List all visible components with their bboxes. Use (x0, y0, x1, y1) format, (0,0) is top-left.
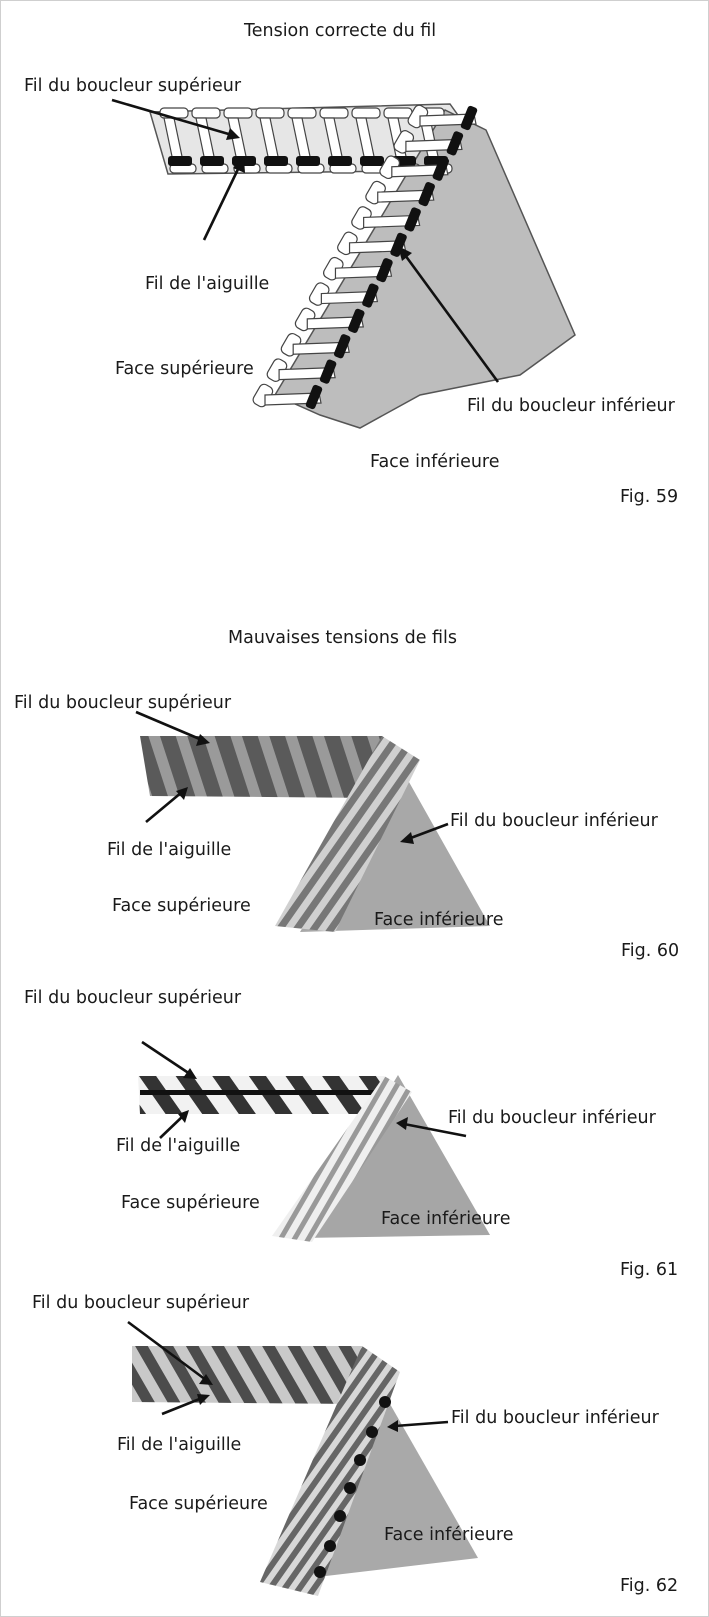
arrow-upper-looper (111, 98, 233, 137)
stitch-loop (337, 231, 407, 257)
stitch-loop (393, 130, 464, 156)
stitch-loop (252, 383, 323, 410)
arrow-needle (145, 791, 183, 823)
stitch-loop (319, 107, 357, 174)
label-upper-face-59: Face supérieure (115, 359, 254, 379)
label-needle-61: Fil de l'aiguille (116, 1136, 241, 1156)
stitch-loop (322, 256, 393, 283)
arrow-upper-looper (135, 710, 203, 742)
stitch-loop (379, 155, 450, 181)
stitch-loop (287, 107, 325, 174)
figure-62-photo (127, 1320, 478, 1596)
label-lower-looper-62: Fil du boucleur inférieur (451, 1408, 659, 1428)
caption-fig-62: Fig. 62 (620, 1576, 679, 1596)
label-upper-looper-61: Fil du boucleur supérieur (24, 988, 242, 1008)
diagonal-stitch-row (252, 104, 478, 410)
arrow-needle (202, 164, 242, 241)
label-lower-looper-61: Fil du boucleur inférieur (448, 1108, 656, 1128)
label-upper-face-61: Face supérieure (121, 1193, 260, 1213)
horizontal-stitch-row (159, 107, 453, 174)
label-lower-face-61: Face inférieure (381, 1209, 511, 1229)
label-needle-60: Fil de l'aiguille (107, 840, 232, 860)
label-upper-looper-62: Fil du boucleur supérieur (32, 1293, 250, 1313)
arrow-lower-looper (403, 1122, 467, 1138)
figure-61-photo (138, 1040, 490, 1242)
label-lower-looper-60: Fil du boucleur inférieur (450, 811, 658, 831)
stitch-band-diagonal (272, 1076, 412, 1242)
label-upper-looper-59: Fil du boucleur supérieur (24, 76, 242, 96)
label-lower-face-60: Face inférieure (374, 910, 504, 930)
arrow-lower-looper (394, 1420, 449, 1428)
stitch-band-diagonal (260, 1346, 400, 1596)
section-title-wrong: Mauvaises tensions de fils (228, 628, 458, 648)
stitch-band-horizontal (140, 736, 404, 798)
stitch-band-diagonal (275, 736, 420, 932)
figure-60-photo (135, 710, 490, 932)
arrow-lower-looper (407, 822, 449, 841)
caption-fig-59: Fig. 59 (620, 487, 679, 507)
caption-fig-60: Fig. 60 (621, 941, 680, 961)
label-upper-face-60: Face supérieure (112, 896, 251, 916)
arrow-needle (159, 1115, 184, 1139)
caption-fig-61: Fig. 61 (620, 1260, 679, 1280)
arrow-upper-looper (141, 1040, 191, 1076)
stitch-loop (191, 107, 229, 174)
stitch-loop (159, 107, 197, 174)
stitch-loop (351, 206, 421, 232)
label-lower-looper-59: Fil du boucleur inférieur (467, 396, 675, 416)
label-lower-face-59: Face inférieure (370, 452, 500, 472)
stitch-loop (294, 307, 365, 334)
label-upper-face-62: Face supérieure (129, 1494, 268, 1514)
stitch-loop (255, 107, 293, 174)
label-lower-face-62: Face inférieure (384, 1525, 514, 1545)
stitch-band-horizontal (132, 1346, 384, 1404)
stitch-loop (365, 180, 435, 207)
arrow-lower-looper (403, 254, 500, 383)
arrow-upper-looper (127, 1320, 207, 1382)
stitch-loop (280, 332, 351, 359)
label-needle-59: Fil de l'aiguille (145, 274, 270, 294)
needle-thread-dots (314, 1396, 391, 1578)
figure-59-diagram (111, 98, 576, 429)
fabric-lower-face (300, 1075, 490, 1238)
label-upper-looper-60: Fil du boucleur supérieur (14, 693, 232, 713)
label-needle-62: Fil de l'aiguille (117, 1435, 242, 1455)
stitch-loop (266, 358, 337, 384)
section-title-correct: Tension correcte du fil (244, 21, 437, 41)
stitch-loop (308, 282, 379, 308)
arrow-needle (161, 1396, 203, 1416)
stitch-loop (407, 104, 478, 131)
